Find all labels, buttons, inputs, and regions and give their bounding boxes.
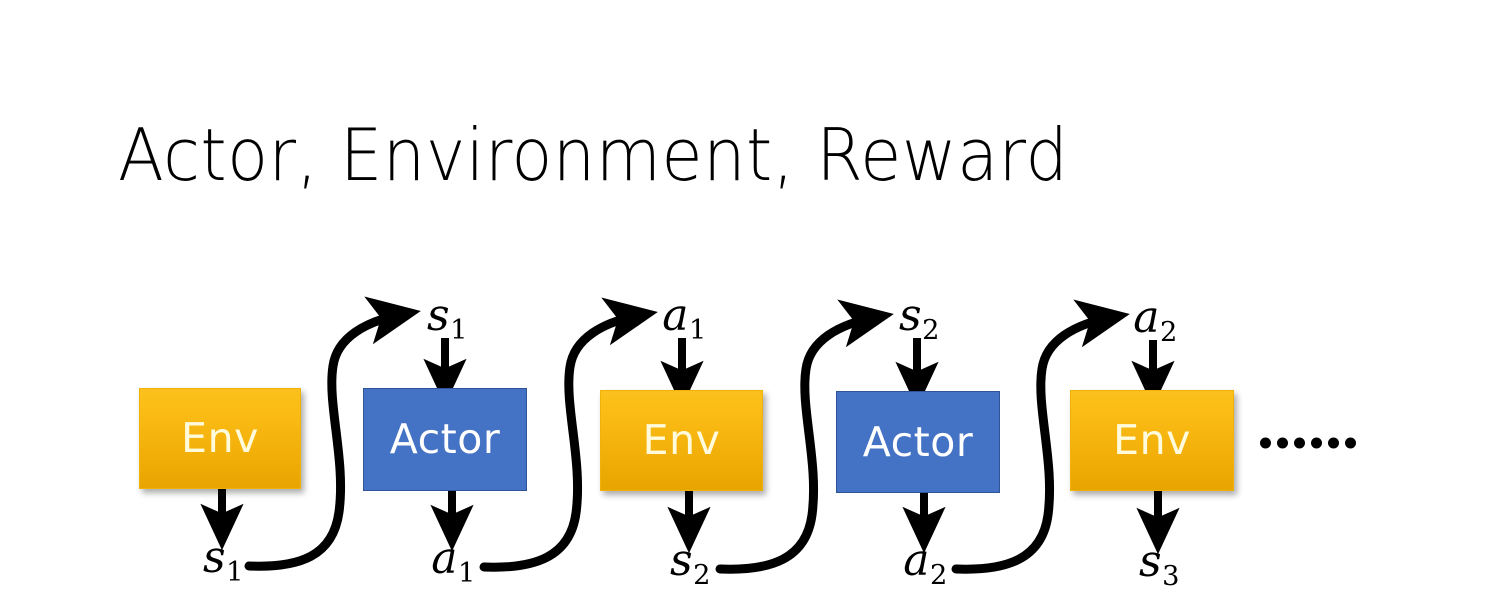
node-box-label: Env [181, 414, 259, 462]
node-box-actor2[interactable]: Actor [836, 391, 1000, 493]
variable-label-top-s1: s1 [427, 294, 467, 345]
variable-label-bot-a1: a1 [431, 537, 475, 588]
ellipsis-dot [1328, 437, 1339, 449]
ellipsis-dot [1277, 437, 1288, 449]
var-subscript: 2 [922, 315, 940, 347]
ellipsis-dot [1345, 437, 1356, 449]
var-base: s [899, 290, 922, 341]
node-box-label: Env [1113, 416, 1191, 464]
var-subscript: 1 [450, 315, 468, 347]
variable-label-top-s2: s2 [899, 294, 939, 345]
var-base: a [1133, 292, 1160, 343]
var-base: s [1139, 536, 1162, 587]
var-subscript: 2 [693, 560, 711, 592]
var-base: s [670, 535, 693, 586]
var-subscript: 2 [1159, 317, 1178, 349]
variable-label-bot-a2: a2 [903, 539, 947, 590]
var-base: s [203, 532, 226, 583]
var-subscript: 2 [929, 560, 948, 592]
var-subscript: 1 [226, 557, 244, 589]
node-box-actor1[interactable]: Actor [363, 388, 527, 491]
variable-label-bot-s2: s2 [670, 539, 710, 590]
var-subscript: 3 [1162, 561, 1180, 593]
var-base: s [427, 290, 450, 341]
variable-label-bot-s1: s1 [203, 536, 243, 587]
var-base: a [431, 533, 458, 584]
ellipsis-dots [1260, 437, 1356, 449]
node-box-label: Actor [389, 415, 501, 463]
ellipsis-dot [1260, 437, 1271, 449]
node-box-label: Actor [862, 417, 974, 466]
node-box-label: Env [642, 416, 721, 464]
var-subscript: 1 [457, 558, 476, 590]
ellipsis-dot [1294, 437, 1305, 449]
variable-label-bot-s3: s3 [1139, 540, 1179, 591]
var-base: a [903, 535, 930, 586]
page-title: Actor, Environment, Reward [118, 113, 1069, 197]
node-box-env1[interactable]: Env [139, 388, 301, 489]
variable-label-top-a2: a2 [1133, 296, 1177, 347]
ellipsis-dot [1311, 437, 1322, 449]
node-box-env2[interactable]: Env [600, 390, 763, 491]
node-box-env3[interactable]: Env [1070, 390, 1234, 491]
variable-label-top-a1: a1 [662, 294, 706, 345]
var-base: a [662, 290, 689, 341]
var-subscript: 1 [688, 315, 707, 347]
